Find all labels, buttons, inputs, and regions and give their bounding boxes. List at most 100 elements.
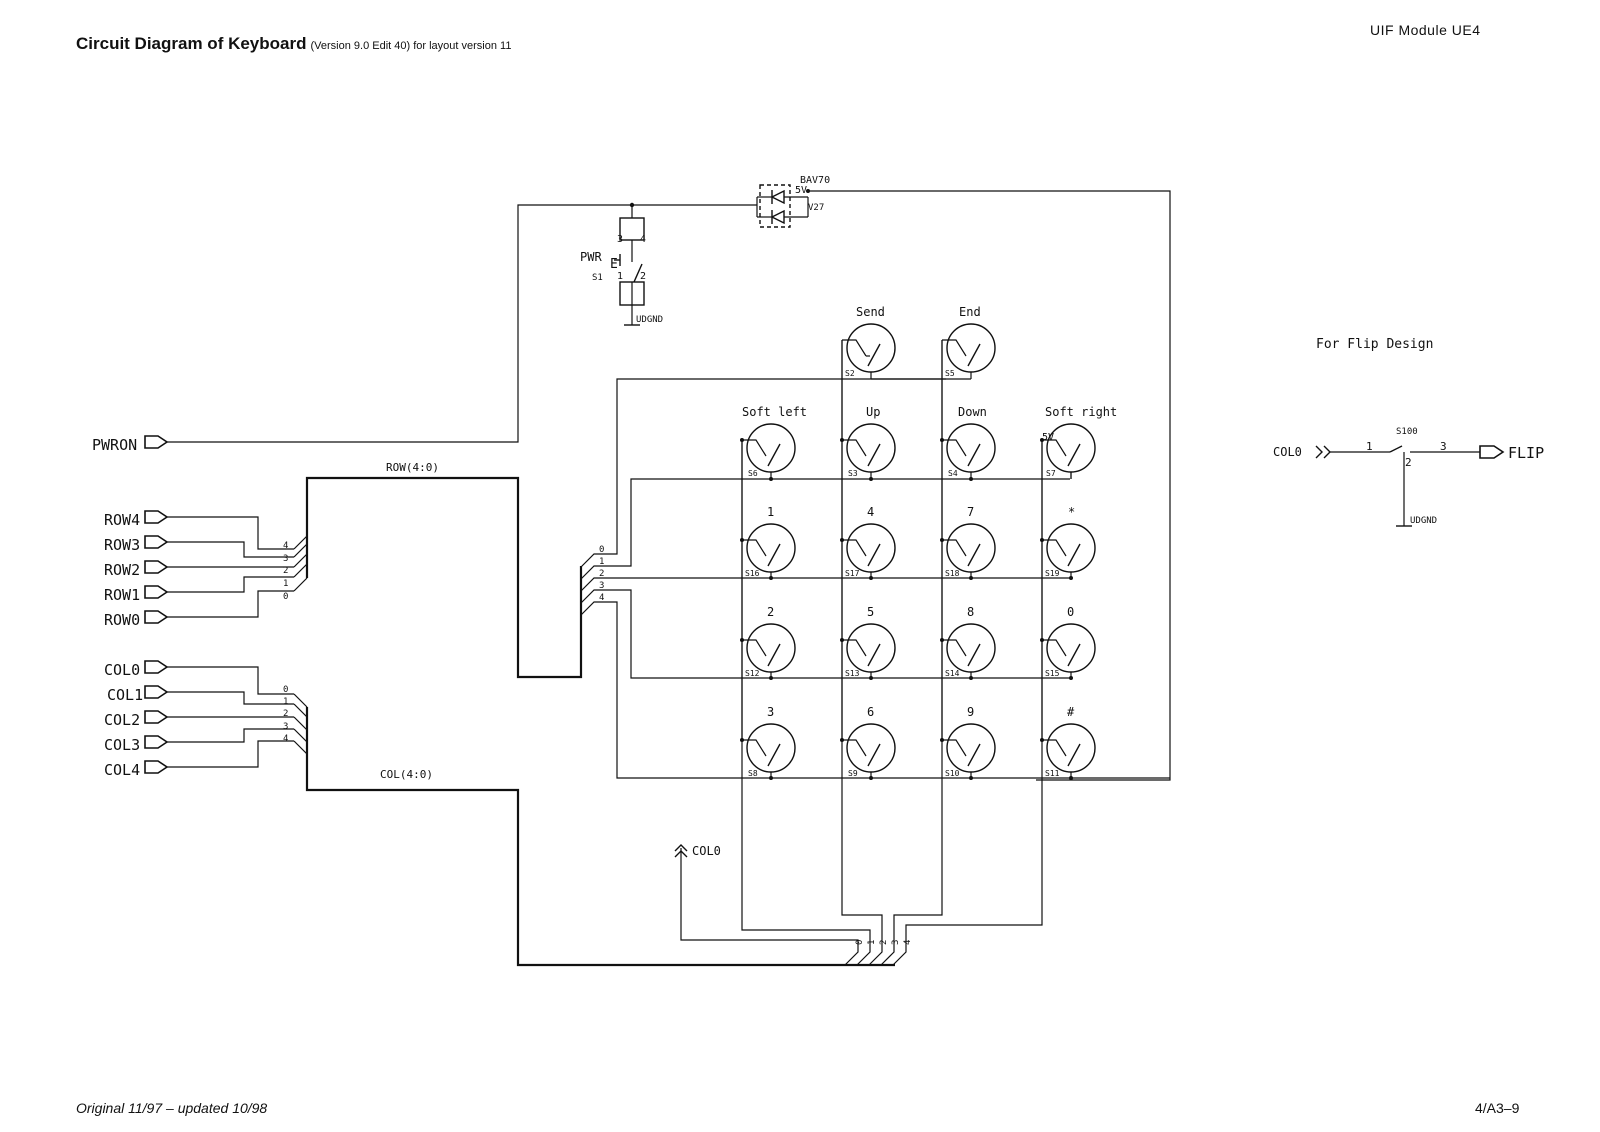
flip-title: For Flip Design — [1316, 337, 1433, 352]
col-tap-2: 2 — [283, 709, 288, 719]
key-soft-left-ref: S6 — [748, 469, 758, 478]
key-1-label: 1 — [767, 505, 774, 519]
flip-pin-1: 1 — [1366, 440, 1373, 453]
row-right-tap-4: 4 — [599, 593, 604, 603]
row3-label: ROW3 — [104, 536, 140, 554]
key-soft-right-ref: S7 — [1046, 469, 1056, 478]
pwr-pin-2: 2 — [640, 271, 646, 282]
key-4-ref: S17 — [845, 569, 860, 578]
col-bottom-tap-0: 0 — [855, 940, 865, 945]
key-8: 8 S14 — [940, 605, 996, 680]
col2-port — [144, 710, 169, 724]
key-5-ref: S13 — [845, 669, 860, 678]
row1-port — [144, 585, 169, 599]
key-hash-ref: S11 — [1045, 769, 1060, 778]
key-hash-label: # — [1067, 705, 1075, 719]
row-ports: ROW4 ROW3 ROW2 ROW1 ROW0 4 3 2 1 0 — [104, 510, 308, 629]
flip-design: For Flip Design COL0 FLIP S100 1 2 3 UDG… — [1273, 337, 1544, 527]
pwr-pin-4: 4 — [640, 234, 646, 245]
flip-pin-2: 2 — [1405, 456, 1412, 469]
flip-output-port — [1479, 445, 1505, 459]
key-hash: # S11 — [1040, 705, 1096, 780]
key-3-ref: S8 — [748, 769, 758, 778]
key-star-label: * — [1068, 505, 1075, 519]
col4-label: COL4 — [104, 761, 140, 779]
key-8-ref: S14 — [945, 669, 960, 678]
key-down-label: Down — [958, 405, 987, 419]
row3-port — [144, 535, 169, 549]
diode-supply-label: 5V — [795, 185, 807, 196]
row2-port — [144, 560, 169, 574]
row-bus-label: ROW(4:0) — [386, 461, 439, 474]
row-right-tap-3: 3 — [599, 581, 604, 591]
pwr-switch-ref: S1 — [592, 273, 603, 283]
col-bottom-tap-3: 3 — [891, 940, 901, 945]
col-breakout: 0 1 2 3 4 COL0 — [674, 340, 1043, 966]
key-3-label: 3 — [767, 705, 774, 719]
col-ports: COL0 COL1 COL2 COL3 COL4 0 1 2 3 4 — [104, 660, 308, 779]
row4-port — [144, 510, 169, 524]
key-1-ref: S16 — [745, 569, 760, 578]
key-2: 2 S12 — [740, 605, 796, 680]
col0-up-arrow — [674, 844, 688, 852]
row0-port — [144, 610, 169, 624]
key-soft-right-label: Soft right — [1045, 405, 1117, 419]
key-3: 3 S8 — [740, 705, 796, 780]
key-5-label: 5 — [867, 605, 874, 619]
row-breakout: 0 1 2 3 4 — [580, 378, 1070, 779]
key-8-label: 8 — [967, 605, 974, 619]
row-tap-2: 2 — [283, 566, 288, 576]
col-bus-label: COL(4:0) — [380, 768, 433, 781]
col-bottom-tap-2: 2 — [879, 940, 889, 945]
key-star: * S19 — [1040, 505, 1096, 580]
flip-output-label: FLIP — [1508, 444, 1544, 462]
key-9-ref: S10 — [945, 769, 960, 778]
key-7-label: 7 — [967, 505, 974, 519]
key-0: 0 S15 — [1040, 605, 1096, 680]
key-1: 1 S16 — [740, 505, 796, 580]
key-4-label: 4 — [867, 505, 874, 519]
key-send: Send S2 — [842, 305, 896, 379]
col0-port — [144, 660, 169, 674]
col-tap-0: 0 — [283, 685, 288, 695]
flip-input-label: COL0 — [1273, 445, 1302, 459]
flip-input-arrow — [1315, 445, 1323, 459]
page-number: 4/A3–9 — [1475, 1100, 1520, 1116]
key-soft-right: Soft right 5V S7 — [1040, 405, 1117, 479]
module-name: UIF Module UE4 — [1370, 22, 1481, 38]
bav70-diode: BAV70 5V V27 — [756, 175, 1171, 781]
pwron-net: PWRON — [92, 202, 757, 454]
row1-label: ROW1 — [104, 586, 140, 604]
row-right-tap-1: 1 — [599, 557, 604, 567]
power-switch: PWR E S1 3 4 1 2 UDGND — [580, 217, 663, 326]
key-2-ref: S12 — [745, 669, 760, 678]
flip-ref: S100 — [1396, 427, 1418, 437]
key-end-ref: S5 — [945, 369, 955, 378]
key-soft-right-supply: 5V — [1042, 432, 1054, 443]
col-bottom-tap-4: 4 — [903, 940, 913, 945]
col-tap-1: 1 — [283, 697, 288, 707]
key-6-label: 6 — [867, 705, 874, 719]
key-up-label: Up — [866, 405, 880, 419]
key-soft-left: Soft left S6 — [740, 405, 807, 481]
col-tap-4: 4 — [283, 734, 288, 744]
row-right-tap-2: 2 — [599, 569, 604, 579]
key-end-label: End — [959, 305, 981, 319]
key-5: 5 S13 — [840, 605, 896, 680]
title-subtitle: (Version 9.0 Edit 40) for layout version… — [310, 40, 512, 52]
pwr-ground-label: UDGND — [636, 315, 663, 325]
key-9-label: 9 — [967, 705, 974, 719]
col2-label: COL2 — [104, 711, 140, 729]
row4-label: ROW4 — [104, 511, 140, 529]
key-7-ref: S18 — [945, 569, 960, 578]
row-tap-0: 0 — [283, 592, 288, 602]
key-7: 7 S18 — [940, 505, 996, 580]
pwr-pin-e: E — [610, 257, 618, 272]
col-bus: COL(4:0) — [305, 707, 895, 967]
col4-port — [144, 760, 169, 774]
pwr-pin-1: 1 — [617, 271, 623, 282]
flip-pin-3: 3 — [1440, 440, 1447, 453]
key-up-ref: S3 — [848, 469, 858, 478]
key-9: 9 S10 — [940, 705, 996, 780]
row2-label: ROW2 — [104, 561, 140, 579]
